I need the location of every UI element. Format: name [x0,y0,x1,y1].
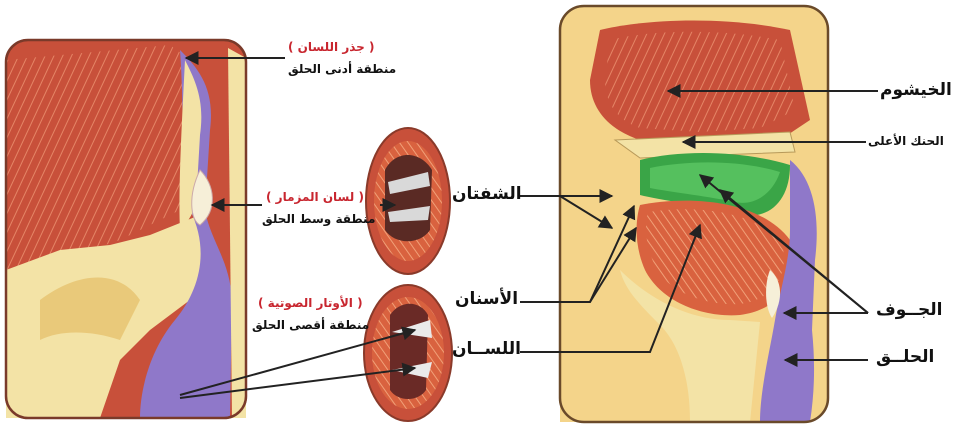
cords-name-label: ( الأوتار الصوتية ) [258,296,363,310]
tongue-label: اللســان [452,339,521,359]
vocal-cords-view [364,285,452,421]
epiglottis-view [366,128,450,274]
cavity-label: الجــوف [876,300,943,320]
nasal-label: الخيشوم [880,80,952,100]
throat-label: الحلــق [876,347,934,367]
root-name-label: ( جذر اللسان ) [288,40,374,54]
lips-label: الشفتان [452,184,522,204]
palate-label: الحنك الأعلى [868,134,944,148]
teeth-label: الأسنان [455,289,518,309]
root-zone-label: منطقة أدنى الحلق [288,62,396,76]
epiglottis-zone-label: منطقة وسط الحلق [262,212,375,226]
cords-zone-label: منطقة أقصى الحلق [252,318,369,332]
left-throat-panel [6,40,246,418]
epiglottis-name-label: ( لسان المزمار ) [266,190,364,204]
